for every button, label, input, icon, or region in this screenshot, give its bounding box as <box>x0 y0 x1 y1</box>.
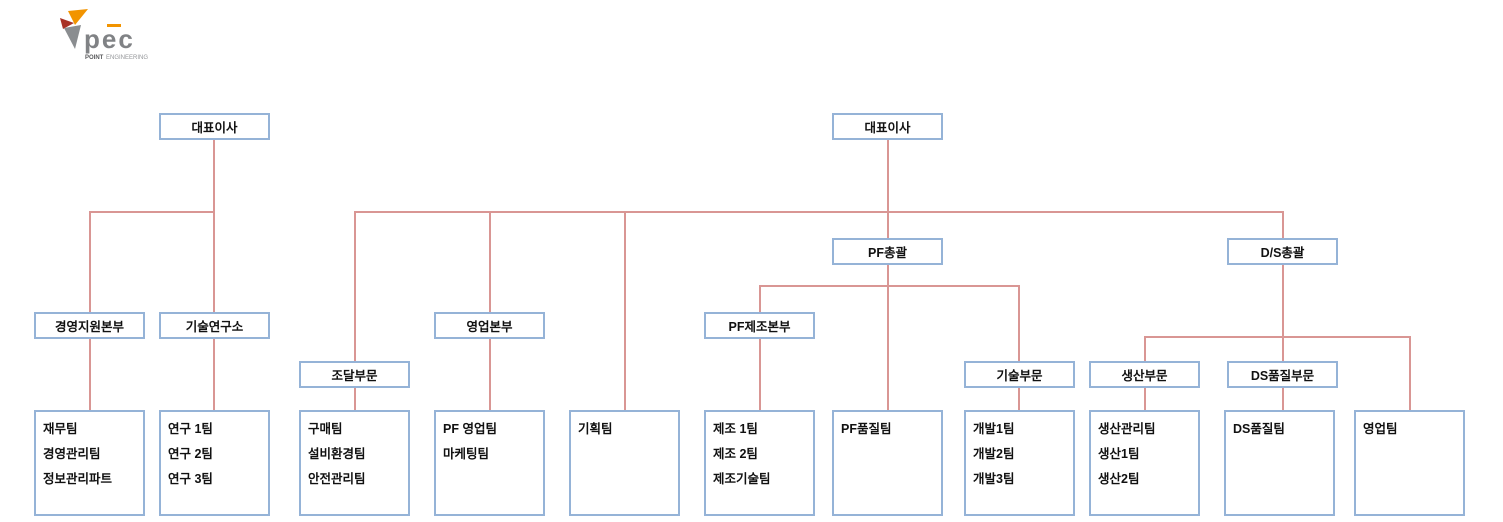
team-item: 개발1팀 <box>973 422 1015 436</box>
team-item: 안전관리팀 <box>308 472 366 486</box>
teambox-sales: 영업팀 <box>1354 410 1465 516</box>
team-item: DS품질팀 <box>1233 422 1285 436</box>
node-pf-mfg-hq: PF제조본부 <box>704 312 815 339</box>
logo-wordmark: pec <box>84 24 135 54</box>
connector-line <box>1144 336 1146 361</box>
team-item: 영업팀 <box>1363 422 1398 436</box>
connector-line <box>1144 387 1146 410</box>
logo-tagline-light: ENGINEERING <box>106 55 148 61</box>
logo-arrow-red <box>60 18 74 29</box>
node-tech-div: 기술부문 <box>964 361 1075 388</box>
team-item: 재무팀 <box>43 422 78 436</box>
team-item: 기획팀 <box>578 422 613 436</box>
team-item: 구매팀 <box>308 422 343 436</box>
team-item: 개발3팀 <box>973 472 1015 486</box>
connector-line <box>759 285 761 312</box>
connector-line <box>213 211 215 312</box>
connector-line <box>354 387 356 410</box>
logo-tagline-bold: POINT <box>85 55 104 61</box>
node-procurement: 조달부문 <box>299 361 410 388</box>
connector-line <box>887 264 889 410</box>
connector-line <box>213 139 215 212</box>
node-ceo-right: 대표이사 <box>832 113 943 140</box>
connector-line <box>213 338 215 410</box>
connector-line <box>759 338 761 410</box>
teambox-research: 연구 1팀 연구 2팀 연구 3팀 <box>159 410 270 516</box>
teambox-pf-sales: PF 영업팀 마케팅팀 <box>434 410 545 516</box>
team-item: 정보관리파트 <box>43 472 113 486</box>
pec-logo-graphic: pec POINT ENGINEERING <box>60 9 148 61</box>
team-item: 연구 2팀 <box>168 447 213 461</box>
teambox-manufacturing: 제조 1팀 제조 2팀 제조기술팀 <box>704 410 815 516</box>
logo-arrow-orange <box>68 9 88 25</box>
connector-line <box>1282 336 1284 361</box>
connector-line <box>887 139 889 212</box>
teambox-pf-quality: PF품질팀 <box>832 410 943 516</box>
connector-line <box>1144 336 1411 338</box>
connector-line <box>89 211 91 312</box>
team-item: 제조 2팀 <box>713 447 758 461</box>
team-item: 제조 1팀 <box>713 422 758 436</box>
connector-line <box>624 211 626 410</box>
team-item: 생산관리팀 <box>1098 422 1156 436</box>
node-mgmt-support: 경영지원본부 <box>34 312 145 339</box>
connector-line <box>1018 387 1020 410</box>
connector-line <box>1018 285 1020 361</box>
node-pf-chief: PF총괄 <box>832 238 943 265</box>
teambox-ds-quality: DS품질팀 <box>1224 410 1335 516</box>
node-tech-research: 기술연구소 <box>159 312 270 339</box>
connector-line <box>354 211 356 361</box>
connector-line <box>1282 264 1284 337</box>
connector-line <box>89 211 215 213</box>
team-item: PF품질팀 <box>841 422 892 436</box>
node-ds-chief: D/S총괄 <box>1227 238 1338 265</box>
connector-line <box>89 338 91 410</box>
node-ceo-left: 대표이사 <box>159 113 270 140</box>
team-item: 개발2팀 <box>973 447 1015 461</box>
node-sales-hq: 영업본부 <box>434 312 545 339</box>
teambox-production: 생산관리팀 생산1팀 생산2팀 <box>1089 410 1200 516</box>
node-ds-quality-div: DS품질부문 <box>1227 361 1338 388</box>
team-item: 설비환경팀 <box>308 447 366 461</box>
team-item: 생산1팀 <box>1098 447 1140 461</box>
team-item: 경영관리팀 <box>43 447 101 461</box>
connector-line <box>887 211 889 238</box>
team-item: 연구 3팀 <box>168 472 213 486</box>
connector-line <box>1409 336 1411 410</box>
teambox-purchasing: 구매팀 설비환경팀 안전관리팀 <box>299 410 410 516</box>
connector-line <box>1282 211 1284 238</box>
team-item: 생산2팀 <box>1098 472 1140 486</box>
connector-line <box>1282 387 1284 410</box>
logo-e-accent <box>107 24 121 27</box>
connector-line <box>489 338 491 410</box>
team-item: 마케팅팀 <box>443 447 490 461</box>
teambox-finance: 재무팀 경영관리팀 정보관리파트 <box>34 410 145 516</box>
connector-line <box>354 211 1284 213</box>
team-item: PF 영업팀 <box>443 422 497 436</box>
team-item: 연구 1팀 <box>168 422 213 436</box>
connector-line <box>759 285 1020 287</box>
connector-line <box>489 211 491 312</box>
teambox-planning: 기획팀 <box>569 410 680 516</box>
team-item: 제조기술팀 <box>713 472 771 486</box>
company-logo: pec POINT ENGINEERING <box>52 8 172 66</box>
teambox-development: 개발1팀 개발2팀 개발3팀 <box>964 410 1075 516</box>
node-production-div: 생산부문 <box>1089 361 1200 388</box>
logo-arrow-gray <box>64 25 81 49</box>
